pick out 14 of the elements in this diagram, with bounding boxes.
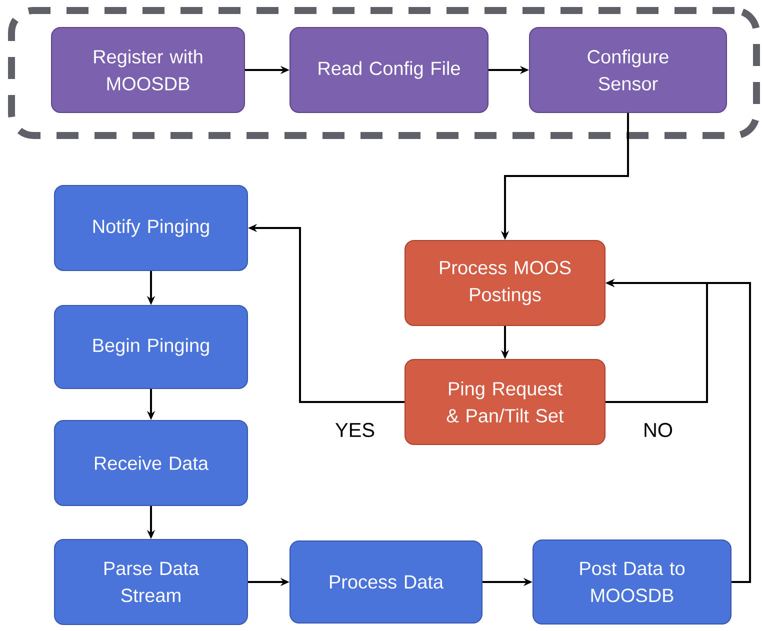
process-box: Receive Data xyxy=(54,420,248,506)
process-box: Ping Request & Pan/Tilt Set xyxy=(404,359,606,445)
process-box: Register with MOOSDB xyxy=(51,27,245,113)
process-box: Configure Sensor xyxy=(529,27,728,113)
edge-label: NO xyxy=(642,422,674,438)
process-box: Process Data xyxy=(290,540,482,624)
edge-label: YES xyxy=(334,422,376,438)
process-box: Notify Pinging xyxy=(54,185,248,271)
process-box: Begin Pinging xyxy=(54,305,248,389)
process-box: Read Config File xyxy=(290,27,488,113)
process-box: Parse Data Stream xyxy=(54,539,248,625)
process-box: Post Data to MOOSDB xyxy=(532,540,732,624)
process-box: Process MOOS Postings xyxy=(404,240,606,326)
dashed-group-frame xyxy=(8,7,760,139)
